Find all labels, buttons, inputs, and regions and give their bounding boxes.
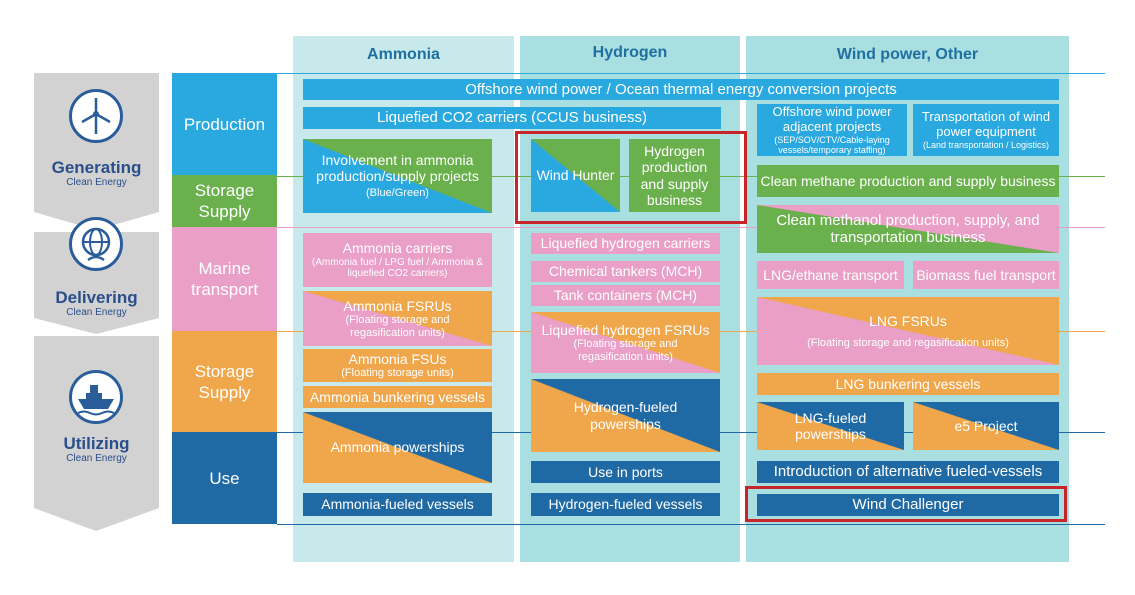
category-storage-supply-orange: Storage Supply — [172, 331, 277, 432]
hydrogen-fsrus-box: Liquefied hydrogen FSRUs (Floating stora… — [531, 312, 720, 373]
divider-line — [277, 524, 1105, 525]
lng-fsrus-box: LNG FSRUs (Floating storage and regasifi… — [757, 297, 1059, 365]
box-title: Wind Challenger — [852, 496, 964, 514]
box-title: Chemical tankers (MCH) — [548, 263, 703, 280]
box-title: Involvement in ammonia production/supply… — [316, 152, 479, 185]
wind-turbine-icon — [69, 89, 123, 143]
box-title: Ammonia carriers — [342, 240, 453, 257]
box-subtitle: (Ammonia fuel / LPG fuel / Ammonia & liq… — [311, 256, 484, 280]
offshore-adjacent-box: Offshore wind power adjacent projects (S… — [757, 104, 907, 156]
utilizing-chevron — [34, 336, 159, 531]
column-header-hydrogen: Hydrogen — [592, 44, 668, 61]
box-subtitle: (Floating storage and regasification uni… — [807, 336, 1009, 349]
delivering-chevron — [34, 232, 159, 334]
box-title: Ammonia-fueled vessels — [321, 496, 474, 513]
use-in-ports-box: Use in ports — [531, 461, 720, 483]
box-title: Clean methanol production, supply, and t… — [776, 211, 1040, 246]
wind-hunter-box: Wind Hunter — [531, 139, 620, 212]
box-title: Ammonia bunkering vessels — [309, 388, 486, 405]
category-production: Production — [172, 73, 277, 175]
box-title: LNG/ethane transport — [763, 266, 898, 283]
box-subtitle: (Floating storage and regasification uni… — [573, 337, 678, 363]
hydrogen-production-box: Hydrogen production and supply business — [629, 139, 720, 212]
stage-title: Generating — [51, 158, 142, 177]
divider-line — [277, 73, 1105, 74]
ammonia-fsus-box: Ammonia FSUs (Floating storage units) — [303, 349, 492, 382]
box-title: Ammonia powerships — [330, 439, 465, 456]
ship-icon — [69, 370, 123, 424]
offshore-wind-box: Offshore wind power / Ocean thermal ener… — [303, 79, 1059, 100]
clean-methane-box: Clean methane production and supply busi… — [757, 165, 1059, 197]
ammonia-bunkering-box: Ammonia bunkering vessels — [303, 386, 492, 408]
transport-equipment-box: Transportation of wind power equipment (… — [913, 104, 1059, 156]
box-title: Hydrogen production and supply business — [640, 143, 709, 208]
stage-generating: Generating Clean Energy — [34, 158, 159, 189]
ccus-box: Liquefied CO2 carriers (CCUS business) — [303, 107, 721, 129]
box-title: Hydrogen-fueled vessels — [548, 496, 703, 513]
ammonia-fsrus-box: Ammonia FSRUs (Floating storage and rega… — [303, 291, 492, 346]
biomass-box: Biomass fuel transport — [913, 261, 1059, 289]
box-title: LNG bunkering vessels — [835, 375, 981, 392]
category-marine-transport: Marine transport — [172, 227, 277, 331]
box-subtitle: (SEP/SOV/CTV/Cable-laying vessels/tempor… — [774, 134, 890, 155]
box-title: Liquefied CO2 carriers (CCUS business) — [376, 109, 648, 127]
highlight-frame-wind-challenger — [745, 486, 1067, 522]
ammonia-fueled-vessels-box: Ammonia-fueled vessels — [303, 493, 492, 516]
stage-subtitle: Clean Energy — [66, 177, 127, 188]
stage-subtitle: Clean Energy — [66, 307, 127, 318]
stage-subtitle: Clean Energy — [66, 453, 127, 464]
e5-project-box: e5 Project — [913, 402, 1059, 450]
box-title: Tank containers (MCH) — [553, 287, 698, 304]
globe-icon — [69, 217, 123, 271]
box-title: Introduction of alternative fueled-vesse… — [773, 463, 1043, 481]
stage-title: Utilizing — [63, 434, 130, 453]
ammonia-involvement-box: Involvement in ammonia production/supply… — [303, 139, 492, 213]
box-title: Biomass fuel transport — [916, 266, 1056, 283]
stage-title: Delivering — [55, 288, 138, 307]
highlight-frame-hydrogen — [515, 131, 747, 224]
category-storage-supply-green: Storage Supply — [172, 175, 277, 227]
box-title: Offshore wind power / Ocean thermal ener… — [465, 80, 897, 98]
alt-fuel-box: Introduction of alternative fueled-vesse… — [757, 461, 1059, 483]
box-title: LNG FSRUs — [869, 312, 947, 329]
box-title: Hydrogen-fueled powerships — [573, 399, 678, 432]
box-title: Ammonia FSUs — [348, 351, 447, 368]
box-title: Liquefied hydrogen FSRUs — [541, 321, 710, 338]
hydrogen-powerships-box: Hydrogen-fueled powerships — [531, 379, 720, 452]
generating-chevron — [34, 73, 159, 230]
hydrogen-fueled-vessels-box: Hydrogen-fueled vessels — [531, 493, 720, 516]
box-subtitle: (Floating storage and regasification uni… — [345, 313, 450, 339]
ammonia-carriers-box: Ammonia carriers (Ammonia fuel / LPG fue… — [303, 233, 492, 287]
box-title: Wind Hunter — [536, 167, 615, 184]
stage-utilizing: Utilizing Clean Energy — [34, 434, 159, 465]
box-title: Offshore wind power adjacent projects — [772, 104, 892, 134]
box-title: Clean methane production and supply busi… — [760, 172, 1056, 189]
chemical-tankers-box: Chemical tankers (MCH) — [531, 261, 720, 282]
box-title: Transportation of wind power equipment — [921, 108, 1051, 139]
hydrogen-carriers-box: Liquefied hydrogen carriers — [531, 233, 720, 254]
box-title: LNG-fueled powerships — [794, 409, 867, 442]
wind-challenger-box: Wind Challenger — [757, 494, 1059, 516]
box-title: e5 Project — [954, 417, 1018, 434]
lng-bunkering-box: LNG bunkering vessels — [757, 373, 1059, 395]
clean-methanol-box: Clean methanol production, supply, and t… — [757, 205, 1059, 253]
box-title: Ammonia FSRUs — [343, 297, 452, 314]
lng-ethane-box: LNG/ethane transport — [757, 261, 904, 289]
box-subtitle: (Land transportation / Logistics) — [922, 139, 1050, 150]
stage-delivering: Delivering Clean Energy — [34, 288, 159, 319]
lng-powerships-box: LNG-fueled powerships — [757, 402, 904, 450]
stage-chevrons — [34, 73, 159, 531]
box-title: Liquefied hydrogen carriers — [540, 235, 711, 252]
tank-containers-box: Tank containers (MCH) — [531, 285, 720, 306]
box-subtitle: (Floating storage units) — [341, 367, 454, 380]
box-subtitle: (Blue/Green) — [366, 187, 429, 200]
column-header-ammonia: Ammonia — [367, 46, 440, 63]
category-use: Use — [172, 432, 277, 524]
box-title: Use in ports — [588, 463, 663, 480]
column-header-wind: Wind power, Other — [836, 46, 979, 63]
ammonia-powerships-box: Ammonia powerships — [303, 412, 492, 483]
divider-line — [277, 227, 1105, 228]
